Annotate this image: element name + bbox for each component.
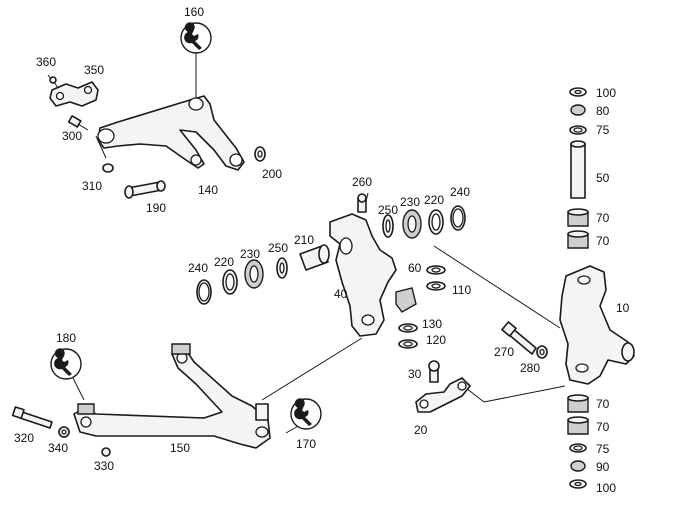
lower-control-arm xyxy=(73,343,271,449)
label-90: 90 xyxy=(596,460,610,474)
label-50: 50 xyxy=(596,171,610,185)
label-110: 110 xyxy=(452,283,471,297)
label-100-bottom: 100 xyxy=(596,481,616,495)
nut-280 xyxy=(536,345,548,359)
label-70-c: 70 xyxy=(596,397,610,411)
upper-control-arm xyxy=(97,95,245,171)
label-10: 10 xyxy=(616,301,630,315)
nut-310 xyxy=(102,163,114,173)
label-80: 80 xyxy=(596,104,610,118)
label-170: 170 xyxy=(296,437,316,451)
wrench-icon xyxy=(180,22,212,54)
label-60: 60 xyxy=(408,261,422,275)
label-210: 210 xyxy=(294,233,314,247)
label-240-left: 240 xyxy=(188,261,208,275)
label-300: 300 xyxy=(62,129,82,143)
label-250-right: 250 xyxy=(378,203,398,217)
label-220-left: 220 xyxy=(214,255,234,269)
label-30: 30 xyxy=(408,367,422,381)
label-280: 280 xyxy=(520,361,540,375)
kingpin-stack xyxy=(567,87,589,489)
nut-340 xyxy=(58,426,70,438)
label-270: 270 xyxy=(494,345,514,359)
label-350: 350 xyxy=(84,63,104,77)
label-360: 360 xyxy=(36,55,56,69)
wrench-icon xyxy=(290,398,322,430)
bearing-stack-right xyxy=(382,205,466,239)
label-75-top: 75 xyxy=(596,123,610,137)
label-220-right: 220 xyxy=(424,193,444,207)
label-70-b: 70 xyxy=(596,234,610,248)
steering-arm xyxy=(415,360,471,413)
label-230-right: 230 xyxy=(400,195,420,209)
label-180: 180 xyxy=(56,331,76,345)
washers-center xyxy=(398,265,446,349)
washer-200 xyxy=(254,146,266,162)
label-240-right: 240 xyxy=(450,185,470,199)
spindle xyxy=(559,265,635,385)
label-160: 160 xyxy=(184,5,204,19)
label-260: 260 xyxy=(352,175,372,189)
bolt-300 xyxy=(67,115,89,131)
label-20: 20 xyxy=(414,423,428,437)
steering-knuckle xyxy=(329,193,417,337)
label-330: 330 xyxy=(94,459,114,473)
label-120: 120 xyxy=(426,333,446,347)
label-130: 130 xyxy=(422,317,442,331)
nut-330 xyxy=(101,447,111,457)
plate-350 xyxy=(49,81,99,107)
label-150: 150 xyxy=(170,441,190,455)
label-340: 340 xyxy=(48,441,68,455)
bearing-stack-left xyxy=(196,244,330,305)
label-100-top: 100 xyxy=(596,86,616,100)
label-230-left: 230 xyxy=(240,247,260,261)
label-320: 320 xyxy=(14,431,34,445)
label-250-left: 250 xyxy=(268,241,288,255)
bolt-360 xyxy=(49,76,59,89)
label-70-d: 70 xyxy=(596,420,610,434)
leader-lines xyxy=(47,52,595,434)
label-75-bottom: 75 xyxy=(596,442,610,456)
label-140: 140 xyxy=(198,183,218,197)
label-70-a: 70 xyxy=(596,211,610,225)
label-200: 200 xyxy=(262,167,282,181)
label-190: 190 xyxy=(146,201,166,215)
bolt-270 xyxy=(501,321,537,355)
label-40: 40 xyxy=(334,287,348,301)
part-labels: 160 360 350 300 310 140 190 200 260 250 … xyxy=(14,5,630,495)
wrench-icon xyxy=(50,348,82,380)
bolt-320 xyxy=(11,406,53,429)
pin-190 xyxy=(124,180,166,199)
label-310: 310 xyxy=(82,179,102,193)
